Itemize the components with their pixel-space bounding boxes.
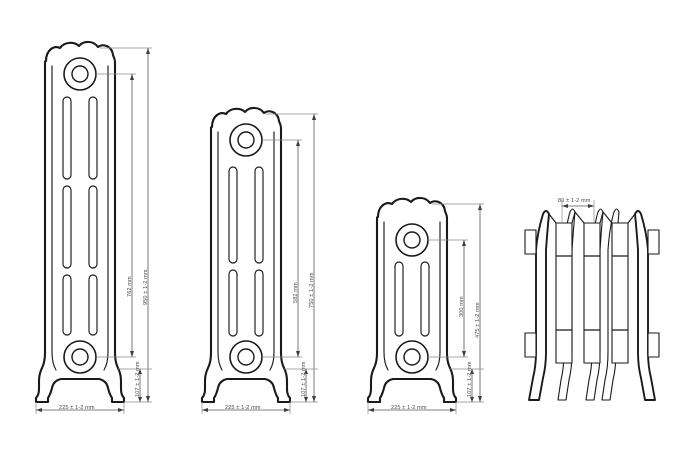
- radiator-body-outline-short: [366, 196, 458, 404]
- connection-spigot: [647, 229, 660, 255]
- dimension-label-center-medium: 582 mm: [293, 282, 299, 303]
- dimension-label-overall-tall: 950 ± 1-2 mm: [143, 269, 149, 305]
- dimension-label-center-tall: 762 mm: [127, 276, 133, 297]
- dimension-foot-height-short: 107 ± 1-2 mm: [450, 361, 484, 402]
- slot: [88, 185, 98, 269]
- dimension-width-tall: 225 ± 1-2 mm: [35, 402, 125, 414]
- dimension-label-section-width: 80 ± 1-2 mm: [558, 198, 591, 204]
- dimension-width-short: 225 ± 1-2 mm: [367, 402, 457, 414]
- connection-spigot: [647, 332, 660, 358]
- connection-spigot: [524, 332, 537, 358]
- dimension-label-width-medium: 225 ± 1-2 mm: [225, 405, 261, 411]
- radiator-inner-contour-medium: [217, 131, 275, 371]
- column-slots-short: [394, 261, 430, 337]
- dimension-section-width: 80 ± 1-2 mm: [558, 198, 595, 222]
- dimension-foot-height-tall: 107 ± 1-2 mm: [118, 361, 152, 402]
- top-port-inner-tall: [71, 65, 89, 83]
- side-section-body: [611, 222, 629, 364]
- dimension-label-overall-short: 475 ± 1-2 mm: [475, 302, 481, 338]
- dimension-foot-height-medium: 107 ± 1-2 mm: [284, 361, 318, 402]
- side-section-bodies: [555, 222, 629, 364]
- radiator-body-outline-tall: [34, 40, 126, 404]
- slot: [62, 274, 72, 336]
- front-elevation-medium: 582 mm 750 ± 1-2 mm 107 ± 1-2 mm 225 ± 1…: [200, 106, 318, 414]
- radiator-inner-contour-short: [383, 221, 441, 371]
- dimension-overall-height-tall: 950 ± 1-2 mm: [100, 47, 152, 403]
- bottom-port-inner-tall: [71, 348, 89, 366]
- slot: [254, 269, 264, 337]
- slot: [420, 261, 430, 337]
- connection-spigot: [524, 229, 537, 255]
- front-elevation-short: 300 mm 475 ± 1-2 mm 107 ± 1-2 mm 225 ± 1…: [366, 196, 484, 414]
- radiator-inner-contour-tall: [51, 65, 109, 371]
- slot: [88, 274, 98, 336]
- side-elevation-sections: 80 ± 1-2 mm: [524, 198, 660, 401]
- side-section-body: [555, 222, 573, 364]
- side-section-divisions: [555, 255, 629, 331]
- dimension-label-width-tall: 225 ± 1-2 mm: [59, 405, 95, 411]
- dimension-center-distance-short: 300 mm: [428, 239, 468, 358]
- radiator-body-outline-medium: [200, 106, 292, 404]
- dimension-label-width-short: 225 ± 1-2 mm: [391, 405, 427, 411]
- dimension-label-overall-medium: 750 ± 1-2 mm: [309, 272, 315, 308]
- side-connection-ports: [524, 229, 660, 358]
- side-top-crown: [548, 211, 636, 224]
- slot: [254, 166, 264, 264]
- dimension-center-distance-medium: 582 mm: [262, 139, 302, 358]
- dimension-center-distance-tall: 762 mm: [96, 73, 136, 358]
- front-elevation-tall: 762 mm 950 ± 1-2 mm 107 ± 1-2 mm 225: [34, 40, 152, 414]
- top-port-inner-short: [403, 231, 421, 249]
- top-port-inner-medium: [237, 131, 255, 149]
- dimension-width-medium: 225 ± 1-2 mm: [201, 402, 291, 414]
- slot: [62, 96, 72, 180]
- side-section-body: [583, 222, 601, 364]
- slot: [228, 166, 238, 264]
- dimension-label-foot-medium: 107 ± 1-2 mm: [301, 361, 307, 397]
- slot: [88, 96, 98, 180]
- dimension-label-center-short: 300 mm: [459, 296, 465, 317]
- slot: [394, 261, 404, 337]
- dimension-label-foot-tall: 107 ± 1-2 mm: [135, 361, 141, 397]
- column-slots-tall: [62, 96, 98, 336]
- bottom-port-inner-medium: [237, 348, 255, 366]
- bottom-port-inner-short: [403, 348, 421, 366]
- dimension-label-foot-short: 107 ± 1-2 mm: [467, 361, 473, 397]
- column-slots-medium: [228, 166, 264, 337]
- slot: [228, 269, 238, 337]
- slot: [62, 185, 72, 269]
- dimension-overall-height-medium: 750 ± 1-2 mm: [266, 113, 318, 403]
